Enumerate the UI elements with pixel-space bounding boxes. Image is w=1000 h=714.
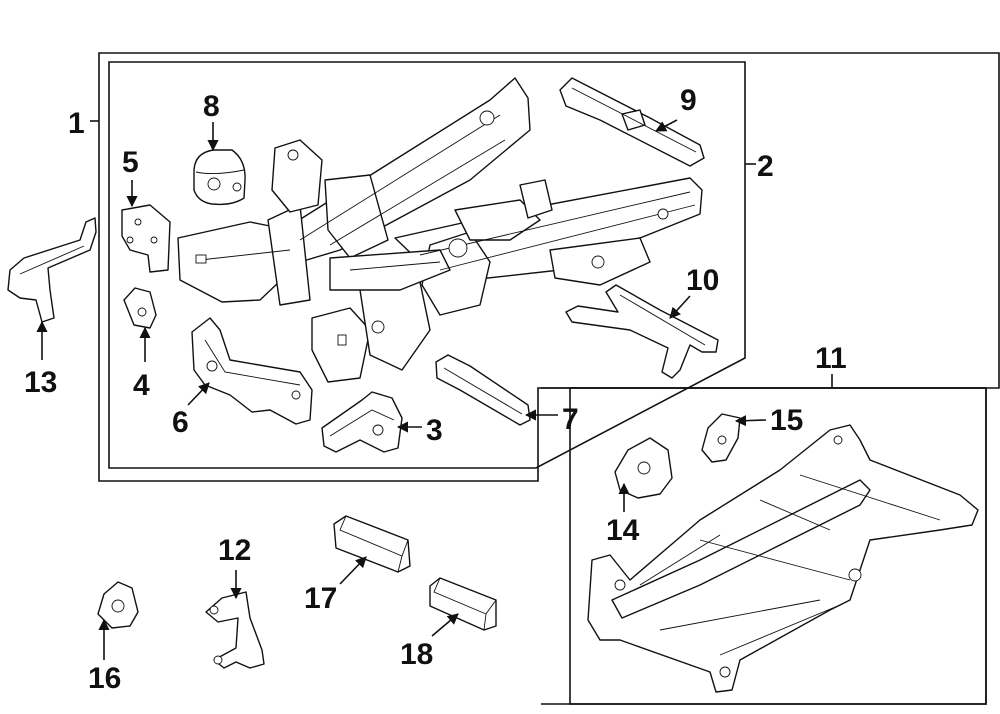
callout-12: 12 (218, 534, 251, 567)
leader-10 (669, 295, 691, 319)
callout-11: 11 (815, 342, 847, 375)
callout-13: 13 (24, 366, 57, 399)
callout-17: 17 (304, 582, 337, 615)
part-6-side-member (191, 317, 313, 425)
callout-8: 8 (203, 90, 220, 123)
front-subframe-outer-frame (98, 52, 1000, 482)
front-subframe-assembly (177, 77, 703, 383)
part-7-rail (435, 354, 531, 426)
part-11-rear-frame (587, 424, 979, 693)
leader-9 (655, 119, 678, 132)
leader-15 (734, 415, 767, 427)
part-4-insulator (123, 287, 157, 329)
part-10-bracket (565, 284, 719, 379)
part-13-brace (7, 217, 97, 323)
callout-6: 6 (172, 406, 189, 439)
part-3-bracket (321, 391, 403, 453)
part-18-beam (429, 577, 497, 631)
callout-5: 5 (122, 146, 139, 179)
leader-18 (431, 613, 459, 637)
part-15-bracket (701, 413, 741, 463)
callout-2: 2 (757, 150, 774, 183)
front-subframe-inner-frame (108, 61, 746, 469)
rear-frame-inner-box (569, 387, 987, 705)
callout-4: 4 (133, 369, 150, 402)
part-16-bracket (97, 581, 139, 629)
part-12-bracket (205, 591, 265, 669)
callout-15: 15 (770, 404, 803, 437)
part-8-mount (193, 149, 246, 206)
callout-18: 18 (400, 638, 433, 671)
callout-10: 10 (686, 264, 719, 297)
callout-14: 14 (606, 514, 640, 547)
callout-3: 3 (426, 414, 443, 447)
part-9-crossmember (559, 77, 705, 167)
callout-16: 16 (88, 662, 121, 695)
callout-9: 9 (680, 84, 697, 117)
part-17-beam (333, 515, 411, 573)
leader-6 (187, 382, 210, 406)
part-5-bracket (121, 204, 171, 273)
callout-7: 7 (562, 403, 579, 436)
callout-1: 1 (68, 107, 85, 140)
leader-17 (339, 556, 367, 585)
